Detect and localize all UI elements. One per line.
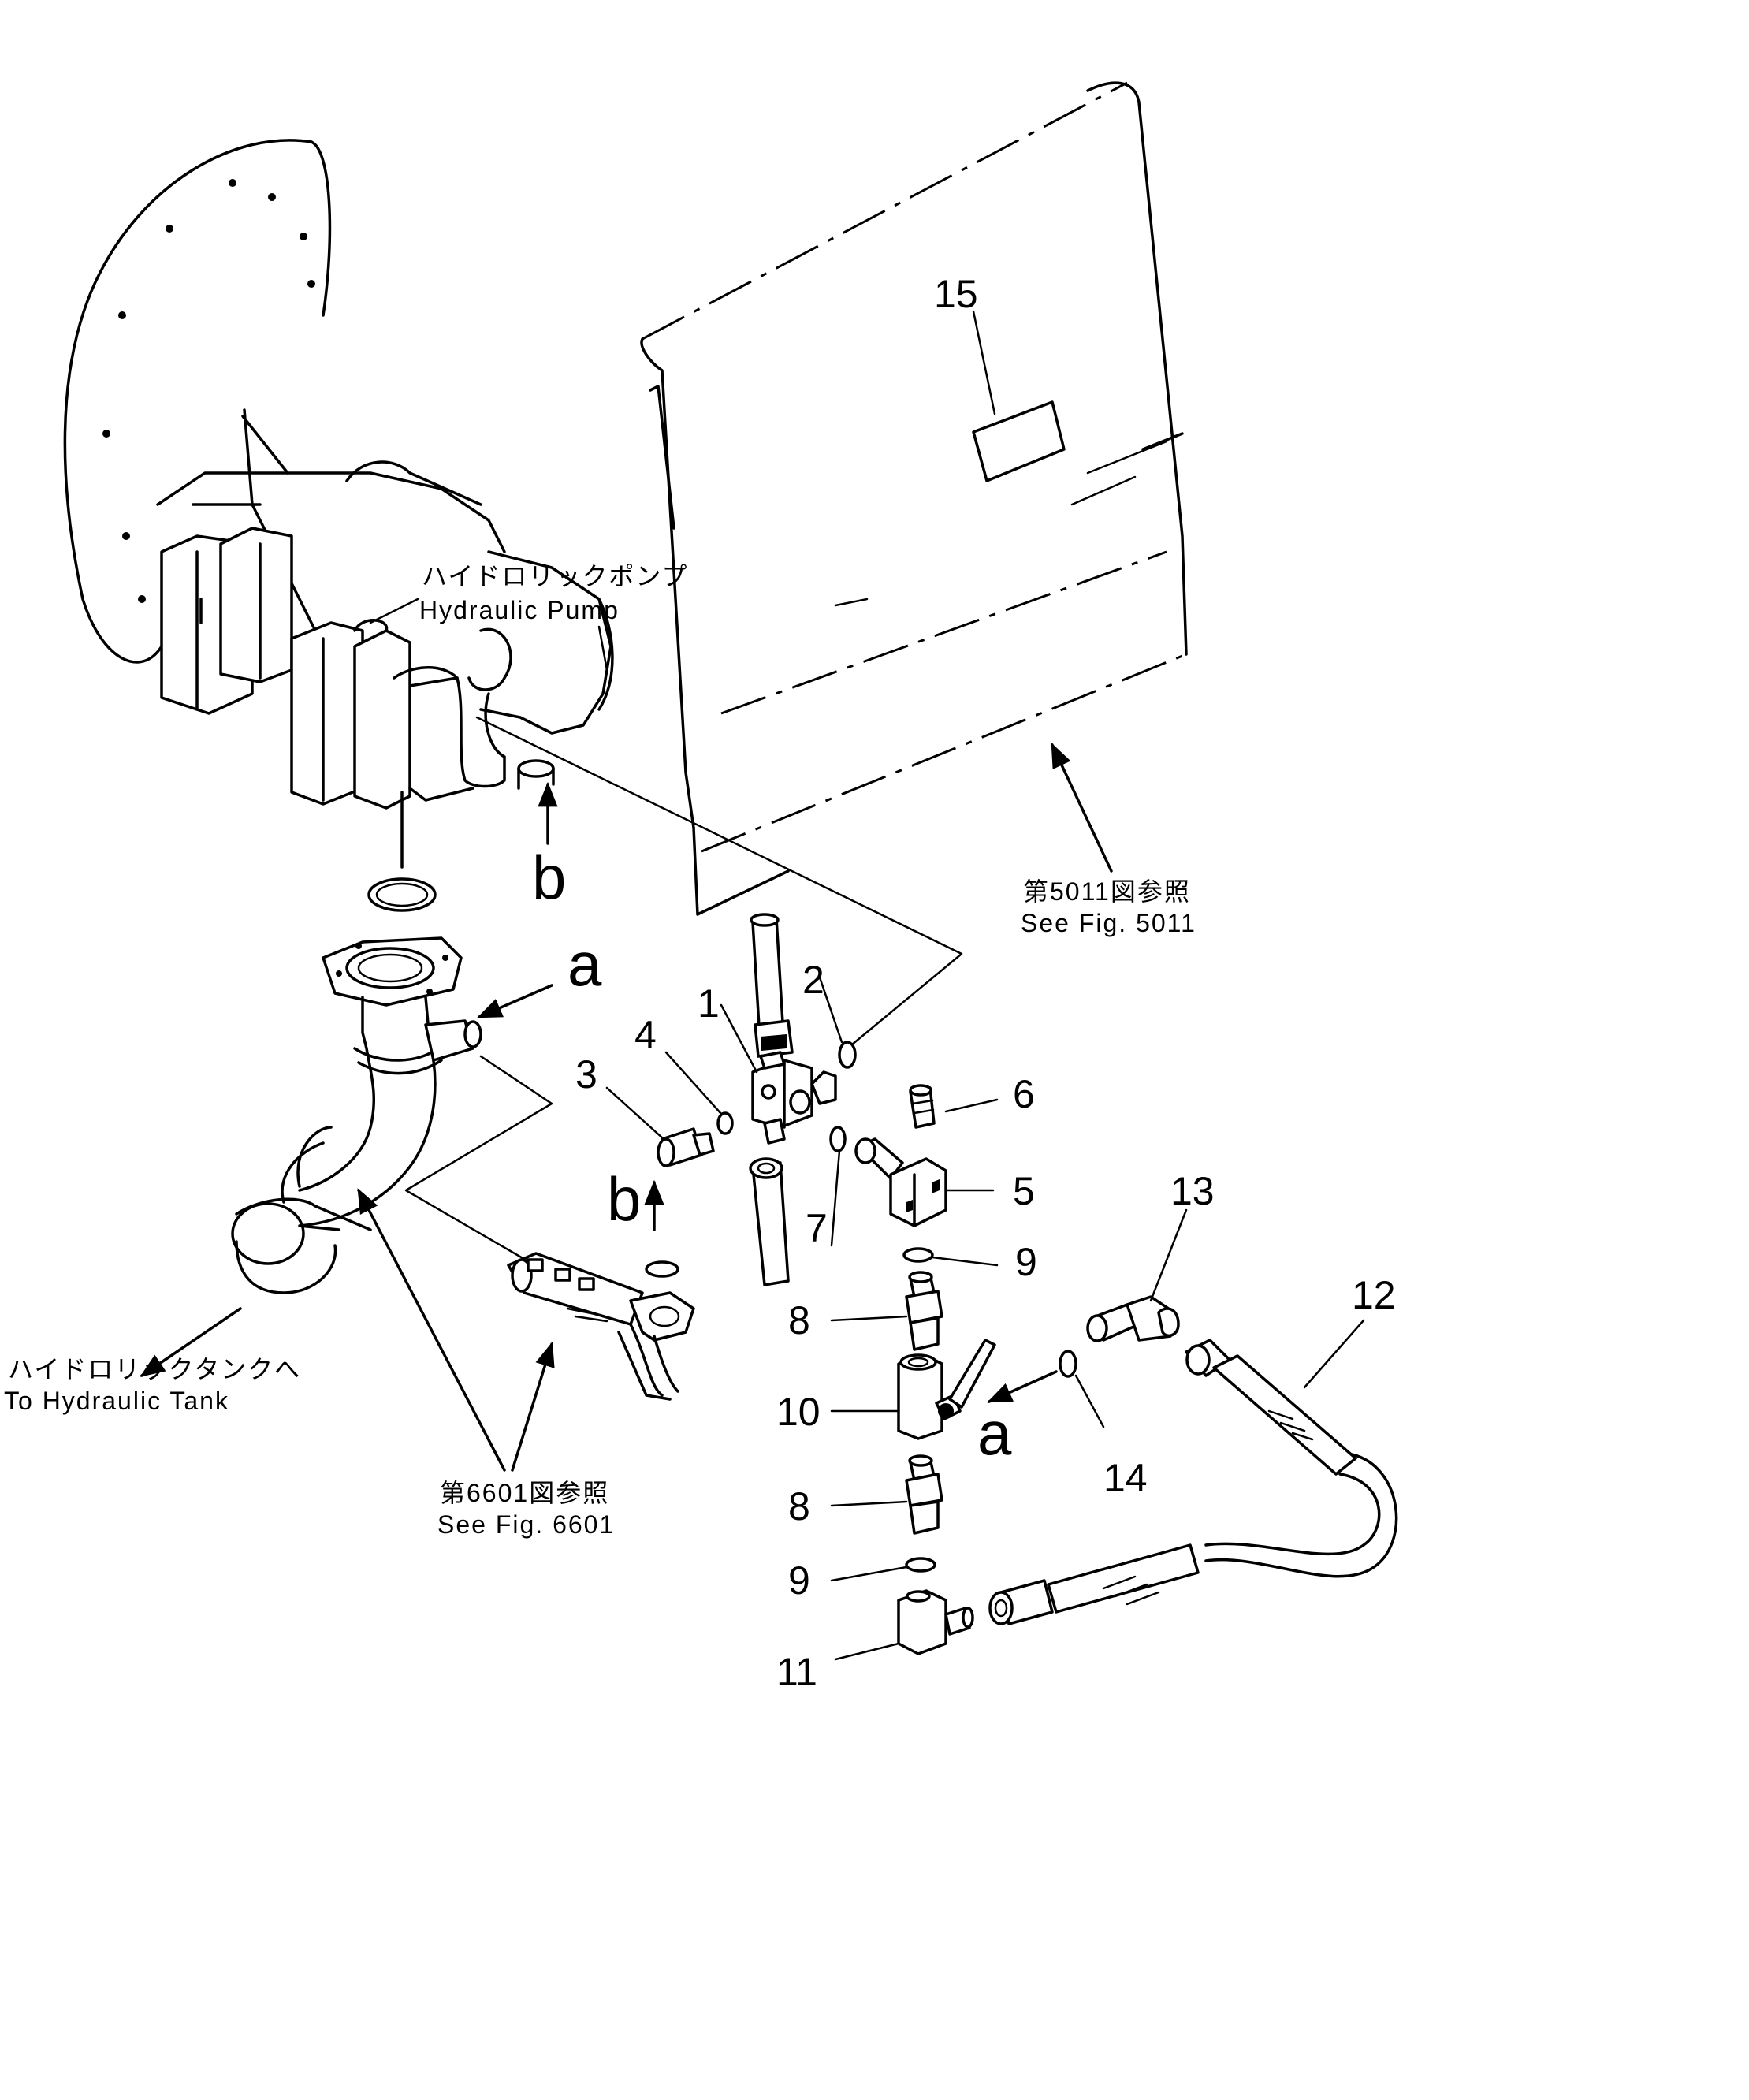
part-number-3: 3	[575, 1052, 597, 1097]
letter-b-top: b	[532, 843, 566, 912]
plug-3	[657, 1127, 715, 1167]
to-hydraulic-tank-en: To Hydraulic Tank	[4, 1387, 229, 1415]
part-number-11: 11	[776, 1650, 817, 1694]
part-number-4: 4	[634, 1013, 657, 1057]
fitting-6	[909, 1084, 936, 1129]
oring-4	[716, 1111, 734, 1135]
oring-7	[829, 1126, 847, 1152]
adapter-8-lower	[905, 1454, 943, 1535]
oring-2	[838, 1041, 857, 1069]
cover-panel	[640, 81, 1188, 916]
part-number-6: 6	[1013, 1072, 1035, 1116]
part-number-9-lower: 9	[788, 1558, 810, 1603]
letter-a-bottom: a	[977, 1398, 1012, 1468]
arrow-6601-drain	[511, 1341, 555, 1472]
letter-a-top: a	[567, 929, 602, 999]
lower-hose	[751, 1161, 790, 1286]
arrow-a-tube	[477, 984, 553, 1018]
part-number-2: 2	[802, 958, 824, 1002]
elbow-11	[897, 1589, 974, 1655]
letter-b-bottom: b	[607, 1164, 641, 1234]
part-number-8-upper: 8	[788, 1298, 810, 1342]
see-fig-6601-jp: 第6601図参照	[440, 1479, 609, 1507]
oring-14	[1059, 1350, 1077, 1378]
arrow-a-valve	[987, 1370, 1058, 1403]
see-fig-6601-en: See Fig. 6601	[437, 1510, 615, 1539]
see-fig-5011-en: See Fig. 5011	[1021, 909, 1196, 937]
drain-tube	[507, 1252, 695, 1401]
part-number-7: 7	[806, 1206, 828, 1250]
see-fig-5011-jp: 第5011図参照	[1023, 877, 1191, 906]
oring-9-lower	[905, 1557, 936, 1573]
arrow-see-5011	[1051, 743, 1113, 873]
label-plate-15	[972, 400, 1066, 482]
connector-lines	[404, 716, 963, 1263]
hydraulic-pump-label-en: Hydraulic Pump	[419, 596, 620, 624]
hydraulic-pump-label: ハイドロリックポンプ Hydraulic Pump	[369, 562, 688, 672]
part-number-10: 10	[776, 1390, 821, 1434]
valve-5	[854, 1138, 947, 1227]
part-numbers: 15 1 2 3 4 5 6 7 8 9 10 8 9 11 12 13 14	[575, 272, 1396, 1694]
hose-12	[988, 1339, 1398, 1625]
oring-9-upper	[902, 1247, 934, 1263]
drain-oring	[645, 1260, 679, 1278]
part-number-12: 12	[1352, 1273, 1396, 1317]
part-number-14: 14	[1103, 1456, 1148, 1500]
arrow-6601-tube	[357, 1188, 506, 1472]
arrows	[140, 743, 1113, 1472]
part-number-9-upper: 9	[1015, 1240, 1037, 1284]
suction-tube	[231, 877, 482, 1294]
part-number-1: 1	[698, 981, 720, 1026]
part-number-13: 13	[1170, 1169, 1215, 1213]
part-number-5: 5	[1013, 1169, 1035, 1213]
arrow-to-tank	[140, 1307, 242, 1377]
part-number-8-lower: 8	[788, 1484, 810, 1528]
fittings	[657, 913, 1398, 1655]
elbow-13	[1086, 1295, 1180, 1342]
hydraulic-pump-label-jp: ハイドロリックポンプ	[422, 562, 688, 590]
ball-valve-10	[897, 1339, 996, 1440]
adapter-8-upper	[905, 1271, 943, 1351]
part-number-15: 15	[934, 272, 978, 316]
flange-bolts	[102, 179, 315, 603]
hydraulic-pump	[63, 139, 614, 869]
reference-labels: 第5011図参照 See Fig. 5011 ハイドロリックタンクへ To Hy…	[4, 877, 1196, 1539]
reference-letters: b a b a	[532, 843, 1012, 1468]
to-hydraulic-tank-jp: ハイドロリックタンクへ	[8, 1355, 301, 1383]
leader-lines	[605, 310, 1365, 1661]
